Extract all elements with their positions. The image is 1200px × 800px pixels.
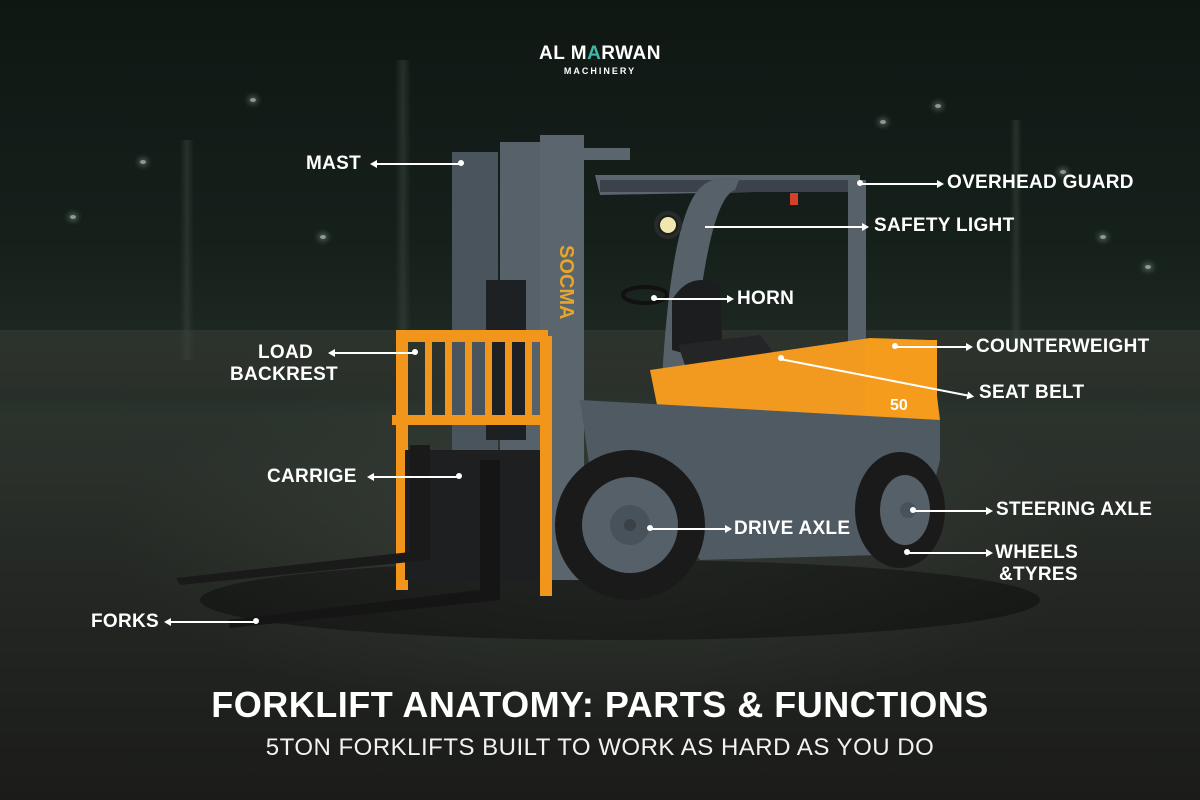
ceiling-light: [70, 215, 76, 219]
label-drive-axle: DRIVE AXLE: [734, 518, 851, 539]
anchor-dot-forks: [253, 618, 259, 624]
svg-text:50: 50: [890, 397, 908, 414]
leader-line-steering-axle: [913, 507, 993, 515]
label-carrige: CARRIGE: [267, 466, 357, 487]
label-load-backrest-line1: LOAD: [258, 342, 314, 363]
leader-line-wheels: [907, 549, 993, 557]
ceiling-light: [140, 160, 146, 164]
label-wheels-line1: WHEELS: [995, 542, 1079, 563]
ceiling-light: [1145, 265, 1151, 269]
infographic-subtitle: 5TON FORKLIFTS BUILT TO WORK AS HARD AS …: [265, 734, 935, 761]
label-safety-light: SAFETY LIGHT: [874, 215, 1015, 236]
ceiling-light: [880, 120, 886, 124]
brand-name-accent: A: [587, 43, 602, 64]
label-forks: FORKS: [91, 611, 159, 632]
label-horn: HORN: [737, 288, 795, 309]
anchor-dot-mast: [458, 160, 464, 166]
label-load-backrest-line2: BACKREST: [230, 364, 338, 385]
ceiling-light: [320, 235, 326, 239]
ceiling-light: [1060, 170, 1066, 174]
brand-name-part1: AL M: [538, 43, 588, 64]
anchor-dot-load-backrest: [412, 349, 418, 355]
leader-line-carrige: [367, 473, 459, 481]
label-counterweight: COUNTERWEIGHT: [976, 336, 1150, 357]
brand-name: AL MARWAN: [0, 44, 1200, 64]
ceiling-light: [250, 98, 256, 102]
warehouse-pillar: [180, 140, 194, 360]
label-overhead-guard: OVERHEAD GUARD: [947, 172, 1134, 193]
leader-line-mast: [370, 160, 462, 168]
warehouse-pillar: [395, 60, 411, 360]
leader-line-overhead-guard: [860, 180, 944, 188]
label-wheels-line2: &TYRES: [999, 564, 1078, 585]
leader-line-safety-light: [705, 223, 869, 231]
leader-line-forks: [164, 618, 256, 626]
warehouse-horizon: [0, 330, 1200, 400]
ceiling-light: [935, 104, 941, 108]
anchor-dot-carrige: [456, 473, 462, 479]
leader-line-horn: [654, 295, 734, 303]
label-steering-axle: STEERING AXLE: [996, 499, 1153, 520]
label-mast: MAST: [306, 153, 362, 174]
leader-line-counterweight: [895, 343, 973, 351]
infographic-title: FORKLIFT ANATOMY: PARTS & FUNCTIONS: [211, 684, 989, 725]
ceiling-light: [1100, 235, 1106, 239]
brand-logo: AL MARWAN MACHINERY: [0, 44, 1200, 77]
svg-text:SOCMA: SOCMA: [555, 245, 577, 319]
brand-name-part2: RWAN: [601, 43, 662, 64]
brand-tagline: MACHINERY: [563, 66, 637, 76]
label-seat-belt: SEAT BELT: [979, 382, 1085, 403]
leader-line-drive-axle: [650, 525, 732, 533]
leader-line-load-backrest: [328, 349, 414, 357]
warehouse-pillar: [1010, 120, 1022, 350]
